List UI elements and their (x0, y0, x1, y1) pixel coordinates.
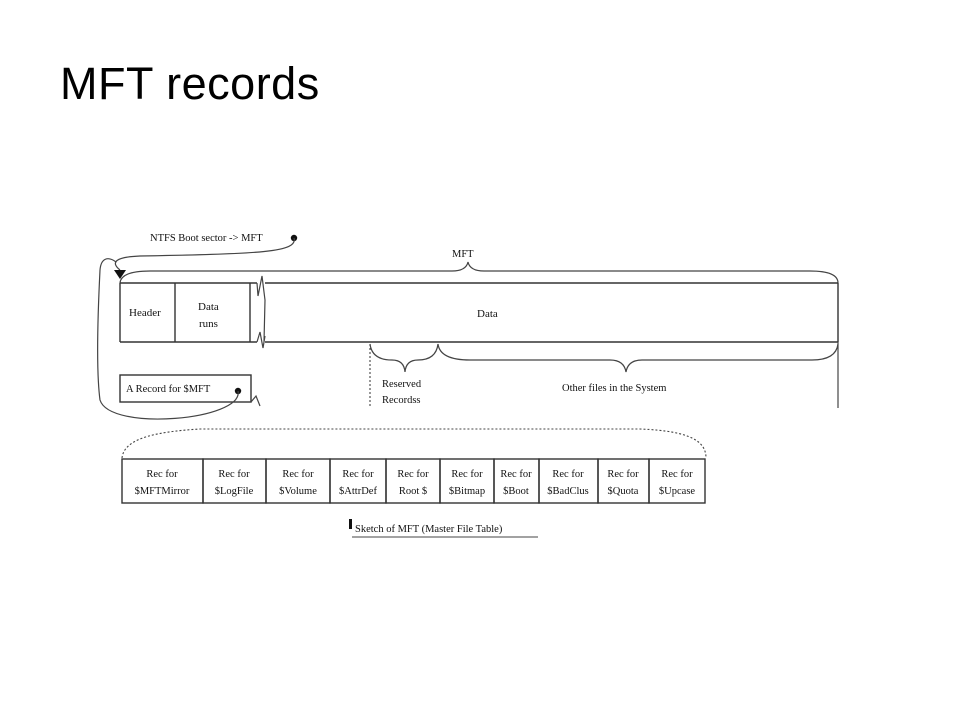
record-cell-line2: Root $ (399, 486, 427, 497)
record-cell-bitmap: Rec for $Bitmap (439, 458, 495, 504)
mft-brace (119, 261, 839, 284)
mft-record-label: A Record for $MFT (126, 384, 211, 395)
caption-marker (349, 519, 352, 529)
mft-break-mark (256, 275, 266, 349)
data-label: Data (477, 308, 498, 320)
record-cell-logfile: Rec for $LogFile (202, 458, 267, 504)
records-expansion-bracket (121, 428, 707, 459)
mft-record-loop (97, 258, 239, 420)
record-cell-line1: Rec for (661, 469, 693, 480)
mft-box-left (119, 282, 257, 343)
records-row: Rec for $MFTMirror Rec for $LogFile Rec … (121, 458, 706, 504)
record-cell-line2: $Volume (279, 486, 317, 497)
other-files-label: Other files in the System (562, 383, 666, 394)
reserved-label-1: Reserved (382, 379, 422, 390)
data-runs-label-1: Data (198, 301, 219, 313)
header-label: Header (129, 307, 161, 319)
record-cell-upcase: Rec for $Upcase (648, 458, 706, 504)
record-cell-root: Rec for Root $ (385, 458, 441, 504)
record-cell-mftmirror: Rec for $MFTMirror (121, 458, 204, 504)
record-cell-line1: Rec for (282, 469, 314, 480)
record-cell-line1: Rec for (218, 469, 250, 480)
record-cell-quota: Rec for $Quota (597, 458, 650, 504)
record-cell-line2: $Boot (503, 486, 529, 497)
record-cell-line2: $Upcase (659, 486, 695, 497)
mft-label: MFT (452, 249, 474, 260)
record-cell-line1: Rec for (342, 469, 374, 480)
record-cell-attrdef: Rec for $AttrDef (329, 458, 387, 504)
reserved-label-2: Recordss (382, 395, 421, 406)
diagram-caption: Sketch of MFT (Master File Table) (355, 524, 503, 535)
record-cell-line2: $Quota (608, 486, 639, 497)
record-cell-line1: Rec for (451, 469, 483, 480)
mft-box-right (265, 282, 839, 343)
record-cell-line1: Rec for (397, 469, 429, 480)
record-cell-line1: Rec for (500, 469, 532, 480)
record-cell-line1: Rec for (552, 469, 584, 480)
mft-record-break (250, 394, 261, 407)
record-cell-line2: $MFTMirror (135, 486, 190, 497)
record-cell-line2: $LogFile (215, 486, 254, 497)
record-cell-line1: Rec for (146, 469, 178, 480)
record-cell-volume: Rec for $Volume (265, 458, 331, 504)
boot-sector-label: NTFS Boot sector -> MFT (150, 233, 263, 244)
other-files-brace (437, 343, 839, 373)
record-cell-line2: $BadClus (547, 486, 588, 497)
record-cell-line1: Rec for (607, 469, 639, 480)
boot-arrowhead (114, 270, 126, 279)
mft-record-box (119, 374, 252, 403)
data-runs-label-2: runs (199, 318, 218, 330)
slide-title: MFT records (60, 58, 320, 109)
record-cell-boot: Rec for $Boot (493, 458, 540, 504)
record-cell-line2: $AttrDef (339, 486, 377, 497)
record-cell-badclus: Rec for $BadClus (538, 458, 599, 504)
reserved-brace (369, 343, 439, 373)
record-cell-line2: $Bitmap (449, 486, 485, 497)
